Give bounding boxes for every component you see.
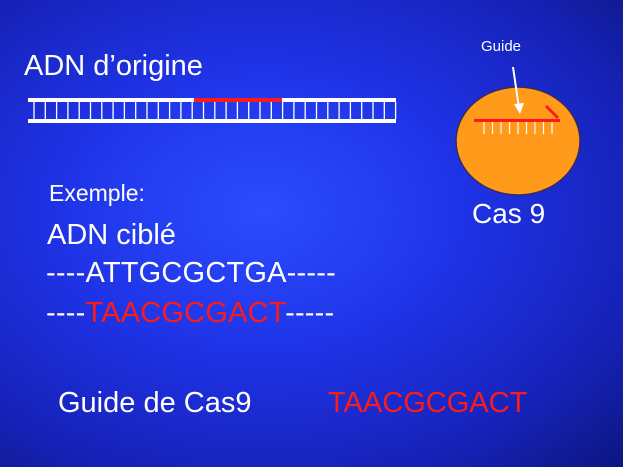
dna-bottom-strand — [28, 119, 396, 123]
sequence-top-bases: ATTGCGCTGA — [85, 257, 287, 289]
cas9-guide-bases — [483, 122, 553, 134]
target-sequence-bottom: ----TAACGCGACT----- — [46, 297, 334, 330]
sequence-bottom-bases: TAACGCGACT — [85, 297, 286, 329]
guide-pointer-arrow — [512, 66, 524, 114]
dna-double-strand — [28, 98, 397, 123]
dna-base-pairs — [33, 102, 397, 119]
cas9-enzyme — [455, 86, 581, 196]
cas9-guide-hook — [544, 104, 560, 120]
example-label: Exemple: — [49, 180, 145, 206]
sequence-bottom-suffix: ----- — [285, 297, 335, 329]
sequence-bottom-prefix: ---- — [46, 297, 86, 329]
dna-target-highlight — [194, 98, 282, 102]
target-sequence-top: ----ATTGCGCTGA----- — [46, 257, 336, 290]
guide-caption: Guide de Cas9 — [58, 387, 252, 419]
guide-sequence: TAACGCGACT — [328, 387, 528, 419]
sequence-top-prefix: ---- — [46, 257, 86, 289]
sequence-top-suffix: ----- — [286, 257, 336, 289]
cas9-label: Cas 9 — [472, 198, 546, 229]
target-dna-label: ADN ciblé — [47, 219, 176, 251]
guide-label: Guide — [481, 38, 522, 55]
cas9-body — [455, 86, 581, 196]
cas9-guide-rna — [474, 119, 560, 122]
page-title: ADN d’origine — [24, 50, 203, 82]
